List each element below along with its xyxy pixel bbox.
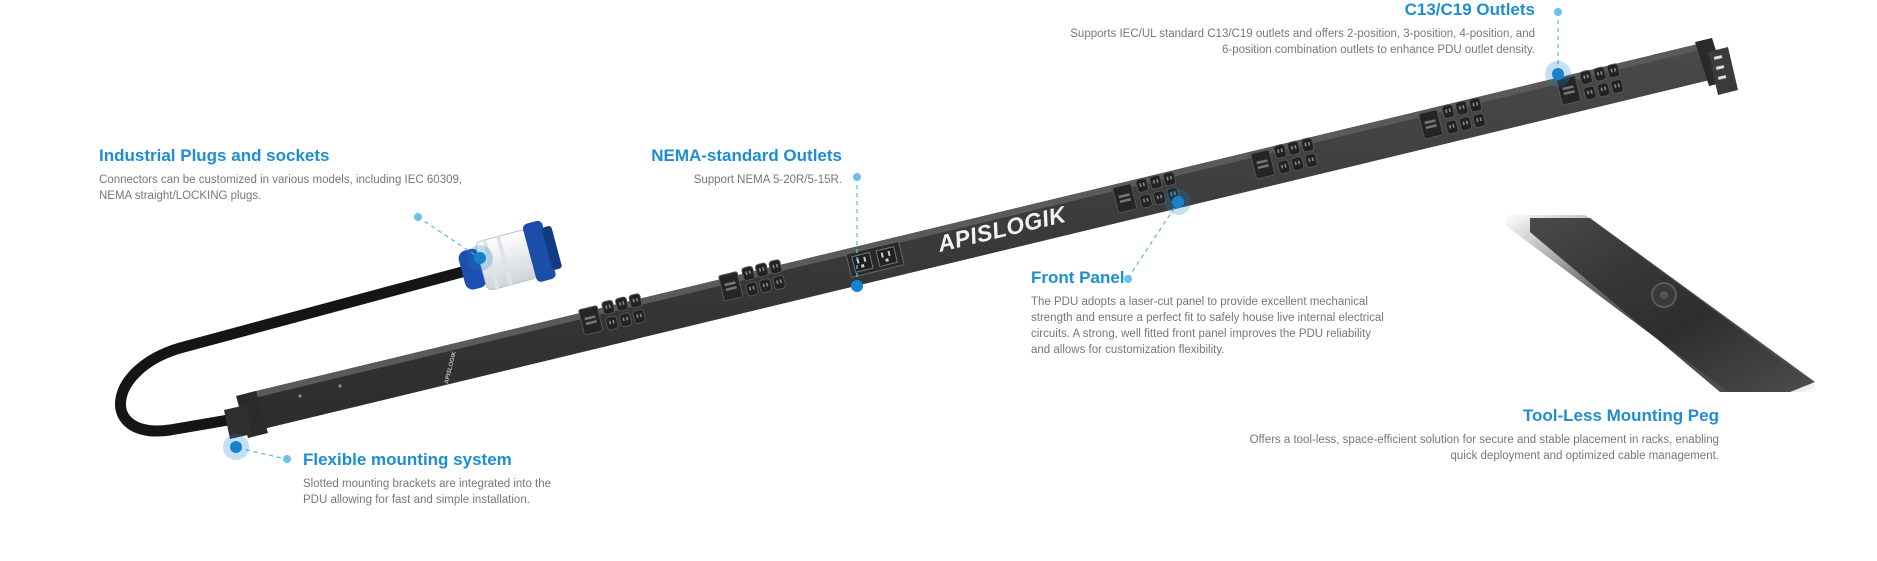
callout-text-line: PDU allowing for fast and simple install…: [303, 494, 530, 506]
callout-text-line: and allows for customization flexibility…: [1031, 344, 1225, 356]
pdu-body: [224, 38, 1738, 439]
callout-title: Front Panel: [1031, 268, 1125, 287]
callout-text-line: Support NEMA 5-20R/5-15R.: [693, 174, 842, 186]
callout-title: NEMA-standard Outlets: [651, 146, 842, 165]
callout-c13c19: C13/C19 Outlets Supports IEC/UL standard…: [1015, 0, 1535, 58]
callout-text-line: strength and ensure a perfect fit to saf…: [1031, 312, 1384, 324]
callout-text-line: NEMA straight/LOCKING plugs.: [99, 190, 262, 202]
callout-text-line: quick deployment and optimized cable man…: [1450, 450, 1720, 462]
callout-toolless: Tool-Less Mounting Peg Offers a tool-les…: [1199, 406, 1719, 464]
callout-text-line: Supports IEC/UL standard C13/C19 outlets…: [1070, 28, 1535, 40]
callout-markers: [223, 8, 1571, 463]
callout-title: Flexible mounting system: [303, 450, 512, 469]
callout-flexible: Flexible mounting system Slotted mountin…: [303, 450, 643, 508]
callout-industrial: Industrial Plugs and sockets Connectors …: [99, 146, 519, 204]
callout-text-line: Slotted mounting brackets are integrated…: [303, 478, 552, 490]
callout-title: Industrial Plugs and sockets: [99, 146, 330, 165]
power-cable: [115, 266, 468, 437]
callout-text-line: 6-position combination outlets to enhanc…: [1221, 44, 1535, 56]
callout-text-line: Connectors can be customized in various …: [99, 174, 463, 186]
callout-nema: NEMA-standard Outlets Support NEMA 5-20R…: [542, 146, 842, 188]
industrial-plug: [458, 220, 562, 291]
callout-title: C13/C19 Outlets: [1404, 0, 1535, 19]
callout-text-line: The PDU adopts a laser-cut panel to prov…: [1031, 296, 1368, 308]
callout-front-panel: Front Panel The PDU adopts a laser-cut p…: [1031, 268, 1431, 358]
callout-title: Tool-Less Mounting Peg: [1522, 406, 1719, 425]
mounting-peg-closeup: [1505, 215, 1815, 392]
callout-text-line: Offers a tool-less, space-efficient solu…: [1249, 434, 1719, 446]
callout-text-line: circuits. A strong, well fitted front pa…: [1031, 328, 1372, 340]
